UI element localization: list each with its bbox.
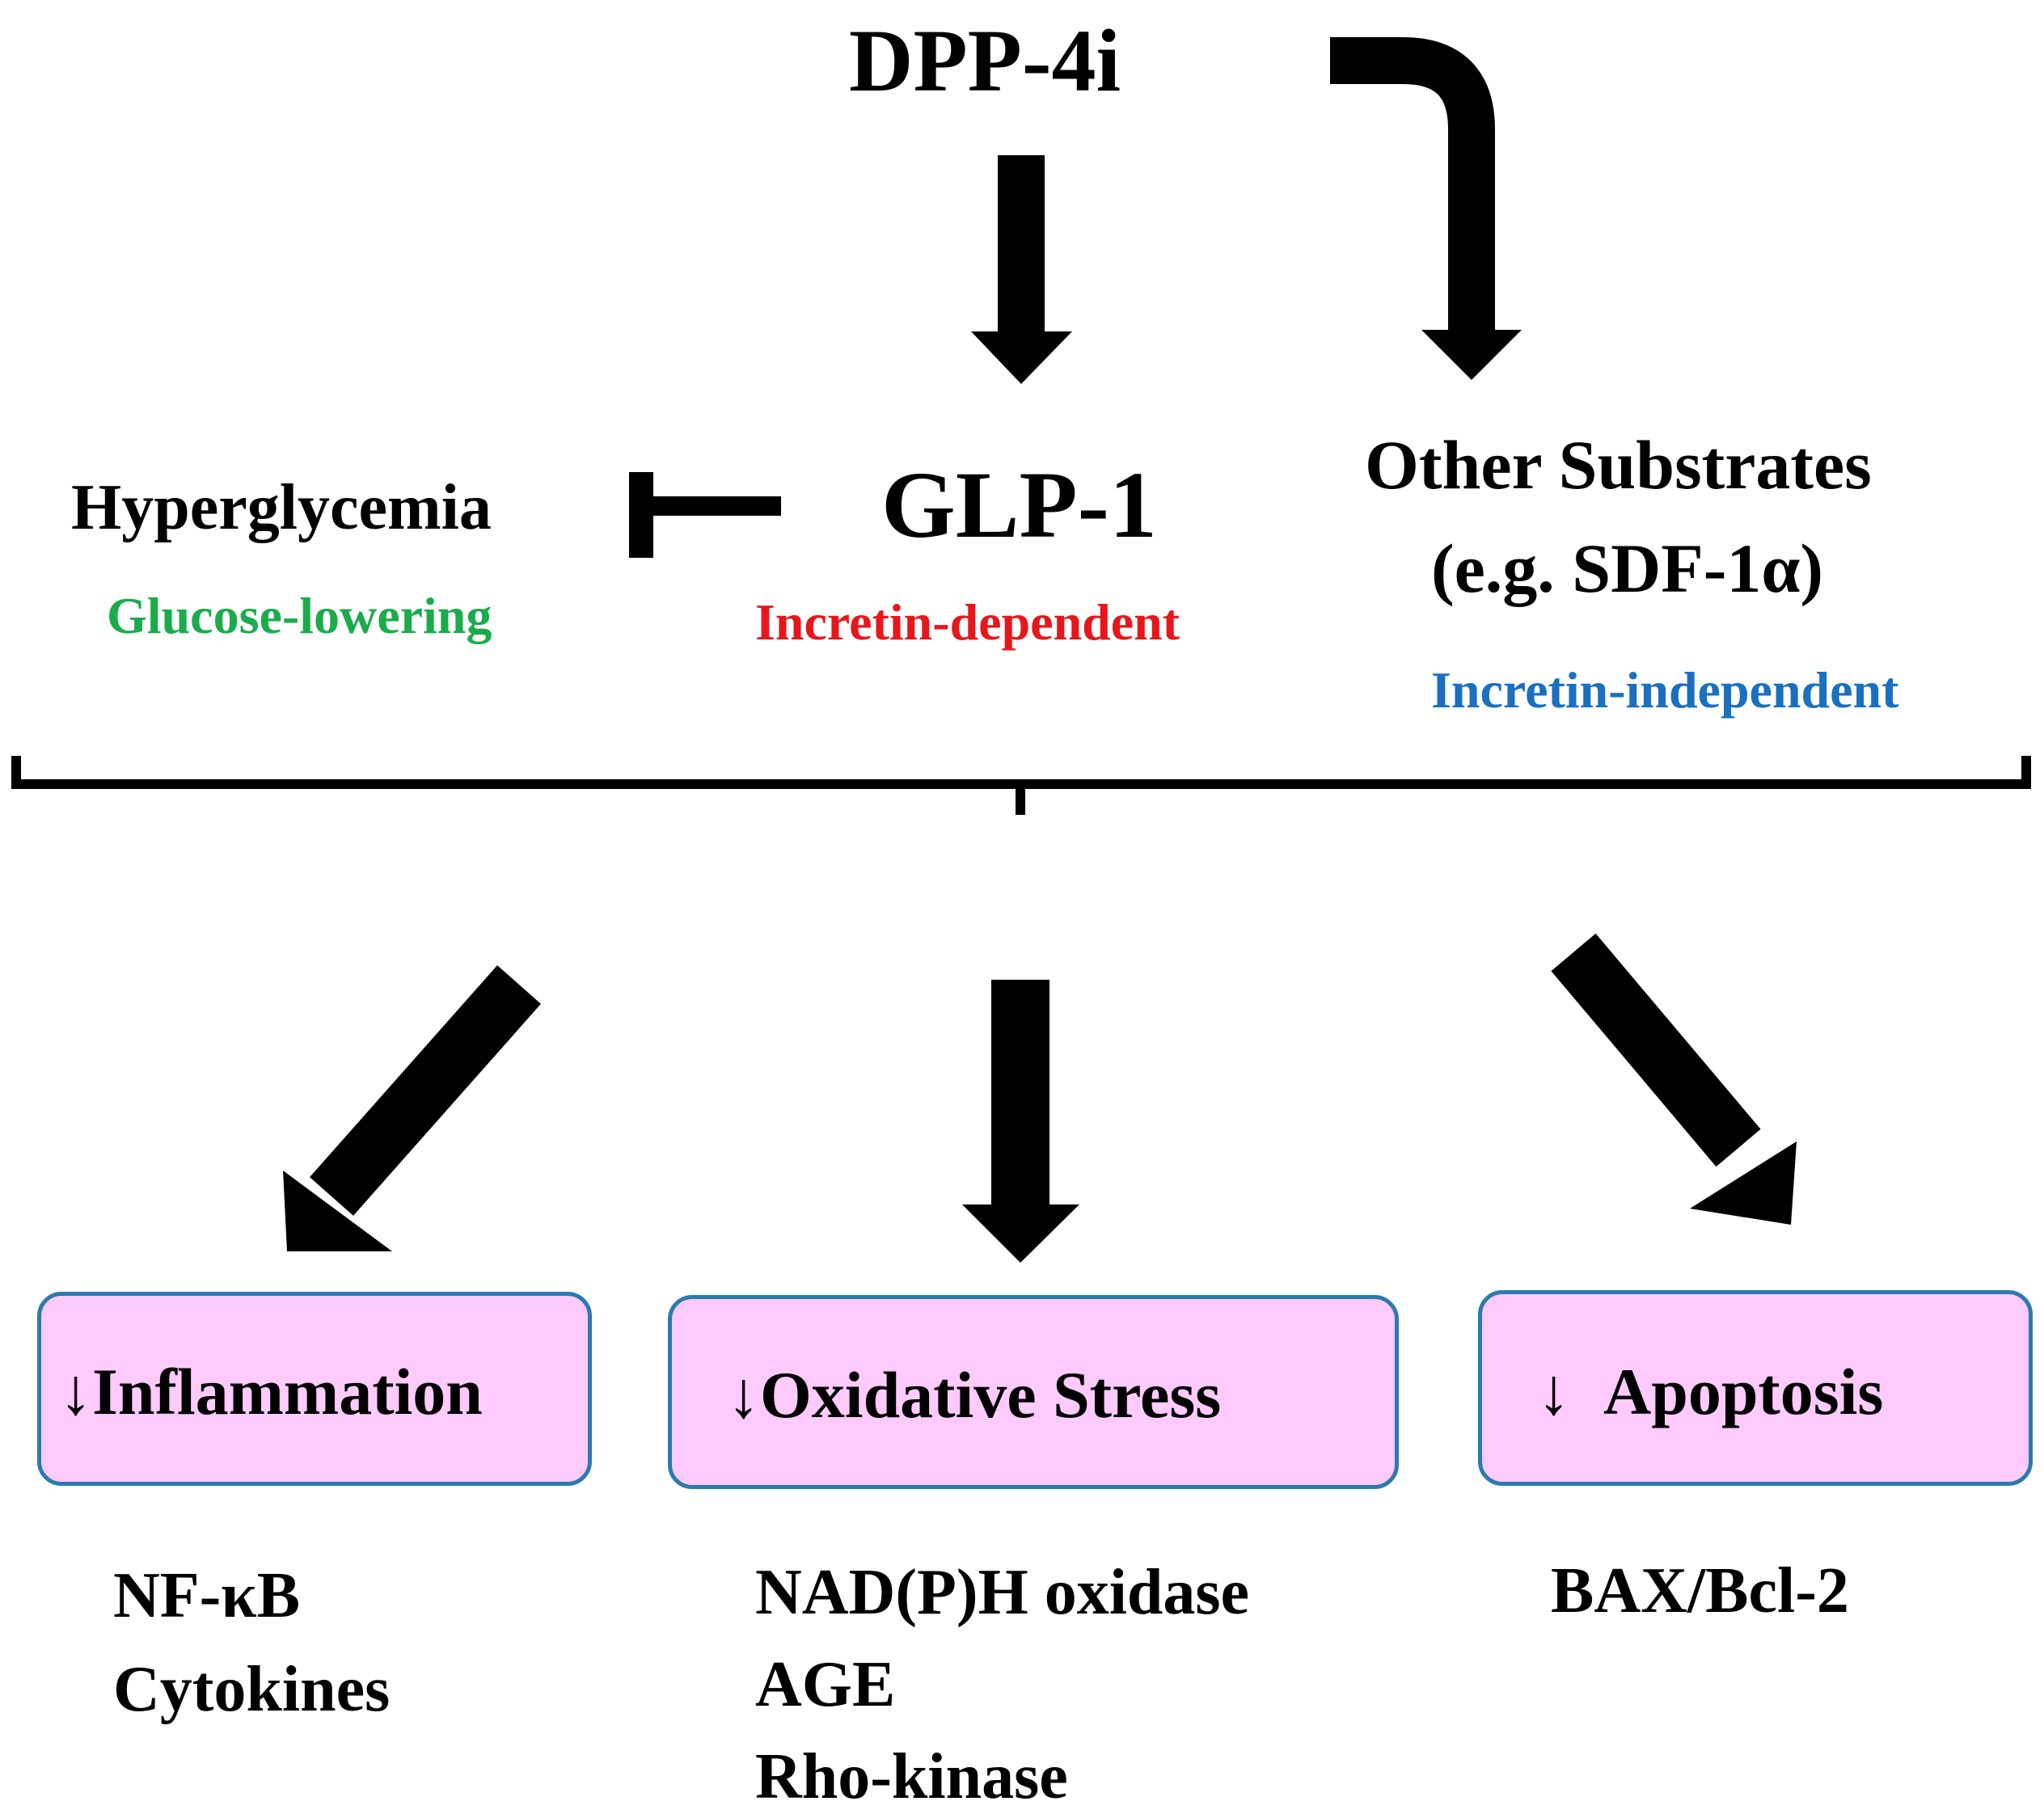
- arrow-to-oxidative-stress: [962, 980, 1079, 1263]
- arrow-to-inflammation: [283, 965, 541, 1251]
- node-other-substrates-line1: Other Substrates: [1365, 426, 1872, 504]
- down-arrow-icon: ↓: [1537, 1355, 1570, 1428]
- label-glucose-lowering: Glucose-lowering: [107, 587, 492, 644]
- outcome-box-apoptosis: ↓ Apoptosis: [1478, 1290, 2033, 1486]
- arrow-to-apoptosis: [1551, 933, 1797, 1225]
- arrow-dpp4i-to-glp1: [971, 155, 1072, 384]
- outcome-label-oxidative-stress: ↓Oxidative Stress: [727, 1358, 1222, 1432]
- inhibition-glp1-hyperglycemia: [629, 472, 781, 558]
- node-other-substrates-line2: (e.g. SDF-1α): [1431, 529, 1824, 607]
- down-arrow-icon: ↓: [727, 1358, 760, 1432]
- node-dpp4i: DPP-4i: [849, 11, 1121, 110]
- arrow-dpp4i-to-other-substrates: [1330, 37, 1522, 380]
- grouping-brace: [11, 756, 2031, 815]
- outcome-label-inflammation: ↓Inflammation: [59, 1355, 483, 1428]
- outcome-label-apoptosis: ↓ Apoptosis: [1537, 1355, 1884, 1428]
- marker-age: AGE: [755, 1649, 896, 1720]
- outcome-box-inflammation: ↓Inflammation: [37, 1292, 592, 1486]
- label-incretin-independent: Incretin-independent: [1431, 661, 1899, 719]
- label-incretin-dependent: Incretin-dependent: [755, 593, 1180, 651]
- marker-rho-kinase: Rho-kinase: [755, 1741, 1068, 1812]
- marker-nadph-oxidase: NAD(P)H oxidase: [755, 1557, 1250, 1628]
- down-arrow-icon: ↓: [59, 1355, 92, 1428]
- marker-bax-bcl2: BAX/Bcl-2: [1551, 1555, 1849, 1626]
- marker-nfkb: NF-κB: [113, 1560, 301, 1631]
- marker-cytokines: Cytokines: [113, 1654, 391, 1725]
- node-hyperglycemia: Hyperglycemia: [71, 472, 492, 543]
- node-glp1: GLP-1: [881, 452, 1157, 558]
- outcome-box-oxidative-stress: ↓Oxidative Stress: [668, 1295, 1399, 1489]
